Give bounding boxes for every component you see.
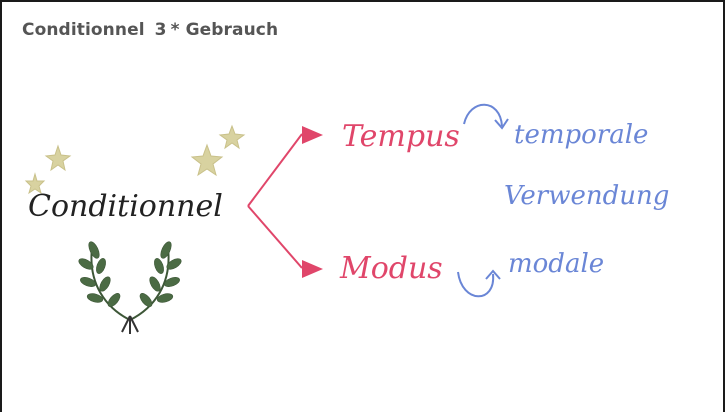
curved-arrow-icon bbox=[457, 269, 501, 298]
branch-lines bbox=[247, 133, 303, 269]
curved-arrow-icon bbox=[463, 103, 509, 130]
branch-label-modus: Modus bbox=[339, 251, 443, 286]
header-star: * bbox=[170, 20, 180, 40]
star-icon bbox=[190, 143, 224, 177]
slide-header: Conditionnel 3*Gebrauch bbox=[22, 20, 278, 40]
star-icon bbox=[44, 144, 72, 172]
result-verwendung: Verwendung bbox=[504, 181, 669, 211]
result-temporale: temporale bbox=[514, 120, 648, 150]
star-icon bbox=[24, 172, 46, 195]
header-subtitle: Gebrauch bbox=[185, 20, 279, 40]
star-icon bbox=[218, 124, 246, 150]
arrow-right-icon bbox=[302, 260, 323, 278]
header-number: 3 bbox=[154, 20, 167, 40]
branch-label-tempus: Tempus bbox=[342, 119, 460, 154]
result-modale: modale bbox=[508, 249, 604, 279]
header-topic: Conditionnel bbox=[22, 20, 145, 40]
arrow-right-icon bbox=[302, 126, 323, 144]
laurel-wreath-icon bbox=[78, 241, 182, 334]
center-word: Conditionnel bbox=[28, 189, 223, 224]
